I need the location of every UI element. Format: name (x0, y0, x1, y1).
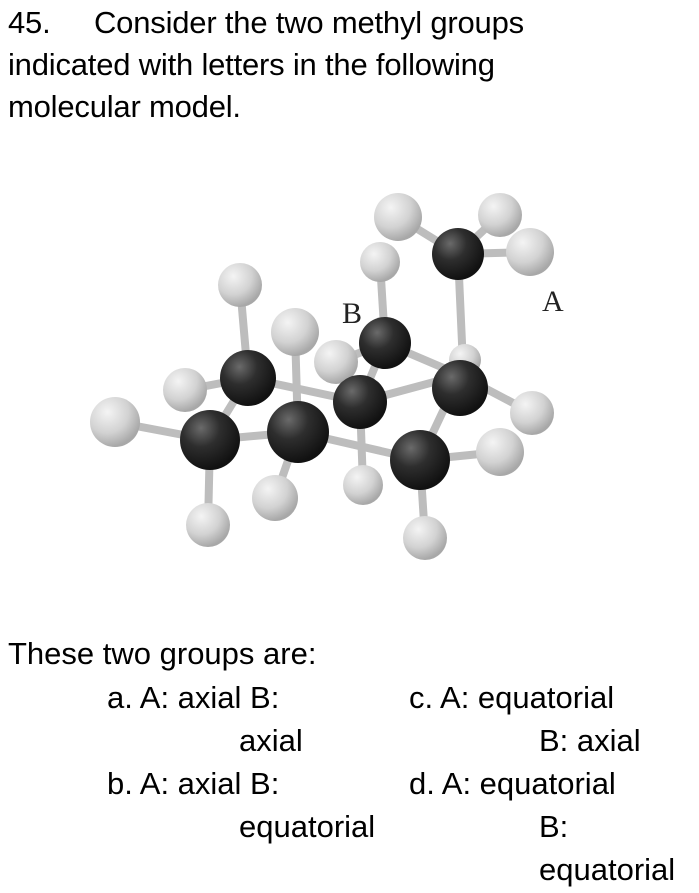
option-d[interactable]: d. A: equatorial B: equatorial (409, 766, 676, 887)
carbon-atoms (180, 228, 488, 490)
option-a[interactable]: a. A: axial B: axial (107, 680, 303, 758)
question-line-3: molecular model. (8, 89, 241, 124)
option-b[interactable]: b. A: axial B: equatorial (107, 766, 376, 844)
molecule-illustration: B A (90, 193, 564, 560)
molecular-model-figure: B A (80, 180, 580, 600)
label-a: A (542, 285, 564, 318)
hydrogen-atoms (90, 193, 554, 560)
option-c[interactable]: c. A: equatorial B: axial (409, 680, 641, 758)
question-number: 45. (8, 5, 51, 40)
label-b: B (342, 297, 362, 330)
question-line-2: indicated with letters in the following (8, 47, 495, 82)
question-stem: 45.Consider the two methyl groups indica… (8, 2, 688, 128)
answer-prompt: These two groups are: (8, 636, 317, 671)
question-line-1: 45.Consider the two methyl groups (8, 2, 688, 44)
